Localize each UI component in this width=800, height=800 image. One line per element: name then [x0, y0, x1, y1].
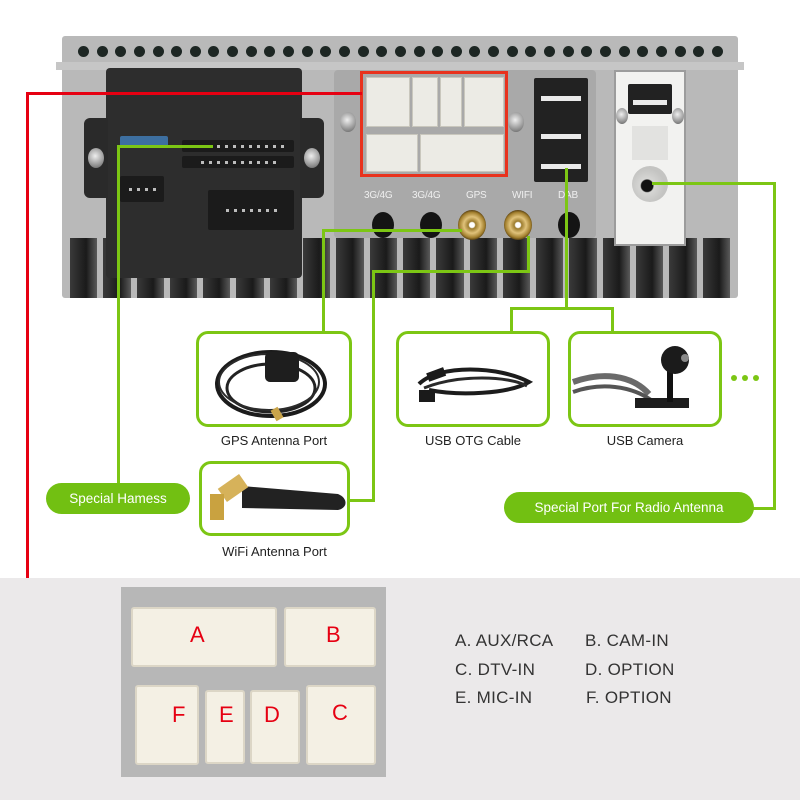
special-harness-callout: Special Hamess [46, 483, 190, 514]
green-connector-line [372, 270, 375, 502]
legend-item-d: D. OPTION [585, 660, 675, 679]
connector-letter-e: E [219, 702, 234, 727]
port-label-3g4g: 3G/4G [412, 190, 441, 201]
usb-otg-cable-image [417, 367, 534, 402]
red-connector-line [26, 92, 362, 95]
green-connector-line [611, 307, 614, 333]
green-connector-line [773, 182, 776, 510]
connector-d [250, 690, 300, 764]
connector-letter-d: D [264, 702, 280, 727]
green-connector-line [527, 236, 530, 272]
usb-port [628, 84, 672, 114]
screw-icon [88, 148, 104, 168]
gps-antenna-image [215, 350, 327, 422]
av-plug [366, 134, 418, 172]
more-dots-icon [731, 375, 759, 381]
port-label-dab: DAB [558, 190, 578, 201]
connector-letter-f: F [172, 702, 186, 727]
wifi-sma-connector [504, 210, 532, 240]
green-connector-line [752, 507, 776, 510]
screw-icon [672, 108, 684, 124]
red-connector-line [26, 92, 29, 634]
legend-item-c: C. DTV-IN [455, 660, 536, 679]
antenna-hole [558, 212, 580, 238]
wifi-antenna-image [210, 473, 346, 520]
antenna-hole [372, 212, 394, 238]
usb-camera-image [571, 346, 689, 408]
port-label-gps: GPS [466, 190, 487, 201]
av-plug [366, 77, 410, 127]
harness-pin-row [120, 176, 164, 202]
green-connector-line [565, 168, 568, 310]
port-label-wifi: WIFI [512, 190, 533, 201]
green-connector-line [322, 229, 462, 232]
harness-pin-row [182, 156, 294, 168]
gps-antenna-label: GPS Antenna Port [220, 433, 328, 448]
harness-pin-row [208, 190, 294, 230]
connector-b [284, 607, 376, 667]
av-plug [464, 77, 504, 127]
green-connector-line [652, 182, 776, 185]
legend-item-f: F. OPTION [586, 688, 672, 707]
legend-item-b: B. CAM-IN [585, 631, 669, 650]
av-ports-highlight [360, 71, 508, 177]
radio-module-slot [632, 126, 668, 160]
green-connector-line [510, 307, 513, 333]
screw-icon [340, 112, 356, 132]
av-plug [412, 77, 438, 127]
wifi-antenna-card [199, 461, 350, 536]
legend-item-e: E. MIC-IN [455, 688, 533, 707]
green-connector-line [117, 145, 213, 148]
panel-ledge [56, 62, 744, 70]
av-plug [440, 77, 462, 127]
gps-antenna-card [196, 331, 352, 427]
connector-f [135, 685, 199, 765]
green-connector-line [322, 229, 325, 333]
connector-letter-b: B [326, 622, 341, 647]
connector-letter-a: A [190, 622, 205, 647]
connector-c [306, 685, 376, 765]
connector-letter-c: C [332, 700, 348, 725]
vent-row [78, 40, 723, 62]
usb-otg-label: USB OTG Cable [424, 433, 522, 448]
port-label-3g4g: 3G/4G [364, 190, 393, 201]
connector-detail-panel [0, 578, 800, 800]
antenna-hole [420, 212, 442, 238]
green-connector-line [372, 270, 530, 273]
green-connector-line [510, 307, 614, 310]
screw-icon [616, 108, 628, 124]
connector-e [205, 690, 245, 764]
harness-connector-block [106, 68, 302, 278]
usb-otg-card [396, 331, 550, 427]
wifi-antenna-label: WiFi Antenna Port [222, 544, 327, 559]
connector-a [131, 607, 277, 667]
gps-sma-connector [458, 210, 486, 240]
usb-camera-card [568, 331, 722, 427]
green-connector-line [348, 499, 375, 502]
screw-icon [508, 112, 524, 132]
usb-port-stack [534, 78, 588, 158]
green-connector-line [117, 145, 120, 485]
radio-antenna-callout: Special Port For Radio Antenna [504, 492, 754, 523]
usb-camera-label: USB Camera [606, 433, 684, 448]
legend-item-a: A. AUX/RCA [455, 631, 554, 650]
av-plug [420, 134, 504, 172]
screw-icon [304, 148, 320, 168]
usb-port [534, 150, 588, 182]
